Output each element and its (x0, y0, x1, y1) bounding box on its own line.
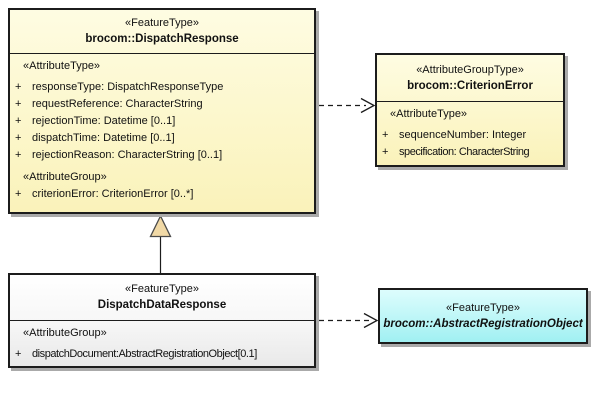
attribute-text: dispatchTime: Datetime [0..1] (32, 132, 175, 144)
generalization-connector[interactable] (149, 214, 172, 273)
attribute-row[interactable]: + sequenceNumber: Integer (377, 127, 559, 144)
attribute-text: rejectionTime: Datetime [0..1] (32, 115, 176, 127)
class-name: brocom::DispatchResponse (85, 33, 239, 45)
attribute-text: requestReference: CharacterString (32, 98, 203, 110)
visibility-marker: + (15, 132, 22, 144)
visibility-marker: + (382, 129, 389, 141)
attribute-text: rejectionReason: CharacterString [0..1] (32, 149, 223, 161)
open-arrowhead-icon (360, 97, 376, 114)
visibility-marker: + (15, 188, 22, 200)
visibility-marker: + (15, 348, 22, 360)
dependency-connector-abstract-registration-object[interactable] (319, 312, 379, 329)
visibility-marker: + (382, 146, 389, 158)
attribute-row[interactable]: + rejectionReason: CharacterString [0..1… (10, 147, 310, 164)
attribute-text: sequenceNumber: Integer (399, 129, 527, 141)
class-name: DispatchDataResponse (97, 299, 227, 311)
class-header: «AttributeGroupType» brocom::CriterionEr… (377, 55, 563, 102)
attribute-row[interactable]: + responseType: DispatchResponseType (10, 79, 310, 96)
attributes-compartment: «AttributeGroup» + dispatchDocument:Abst… (10, 321, 314, 365)
class-name: brocom::AbstractRegistrationObject (383, 317, 583, 330)
dependency-connector-criterion-error[interactable] (319, 97, 376, 114)
section-stereotype: «AttributeType» (23, 60, 101, 72)
class-name: brocom::CriterionError (407, 79, 533, 92)
attribute-row[interactable]: + requestReference: CharacterString (10, 96, 310, 113)
attribute-text: responseType: DispatchResponseType (32, 81, 224, 93)
attribute-text: dispatchDocument:AbstractRegistrationObj… (32, 348, 257, 360)
visibility-marker: + (15, 81, 22, 93)
class-header: «FeatureType» brocom::DispatchResponse (10, 10, 314, 54)
class-stereotype: «FeatureType» (125, 17, 199, 29)
visibility-marker: + (15, 149, 22, 161)
attributes-compartment: «AttributeType» + responseType: Dispatch… (10, 54, 314, 205)
class-box-dispatch-data-response[interactable]: «FeatureType» DispatchDataResponse «Attr… (8, 273, 316, 368)
section-stereotype: «AttributeType» (390, 108, 468, 120)
attribute-row[interactable]: + rejectionTime: Datetime [0..1] (10, 113, 310, 130)
class-stereotype: «FeatureType» (446, 301, 520, 314)
class-box-criterion-error[interactable]: «AttributeGroupType» brocom::CriterionEr… (375, 53, 565, 167)
attribute-text: specification: CharacterString (399, 146, 530, 158)
attribute-row[interactable]: + criterionError: CriterionError [0..*] (10, 186, 310, 203)
class-stereotype: «FeatureType» (125, 283, 199, 295)
class-stereotype: «AttributeGroupType» (416, 63, 524, 76)
generalization-triangle-icon (149, 214, 172, 238)
attribute-row[interactable]: + dispatchDocument:AbstractRegistrationO… (10, 346, 310, 363)
class-box-dispatch-response[interactable]: «FeatureType» brocom::DispatchResponse «… (8, 8, 316, 214)
open-arrowhead-icon (363, 312, 379, 329)
visibility-marker: + (15, 115, 22, 127)
attribute-row[interactable]: + dispatchTime: Datetime [0..1] (10, 130, 310, 147)
attribute-row[interactable]: + specification: CharacterString (377, 144, 559, 161)
section-stereotype: «AttributeGroup» (23, 327, 107, 339)
section-stereotype: «AttributeGroup» (23, 171, 107, 183)
class-header: «FeatureType» DispatchDataResponse (10, 275, 314, 321)
class-box-abstract-registration-object[interactable]: «FeatureType» brocom::AbstractRegistrati… (378, 288, 588, 344)
attributes-compartment: «AttributeType» + sequenceNumber: Intege… (377, 102, 563, 163)
visibility-marker: + (15, 98, 22, 110)
attribute-text: criterionError: CriterionError [0..*] (32, 188, 194, 200)
